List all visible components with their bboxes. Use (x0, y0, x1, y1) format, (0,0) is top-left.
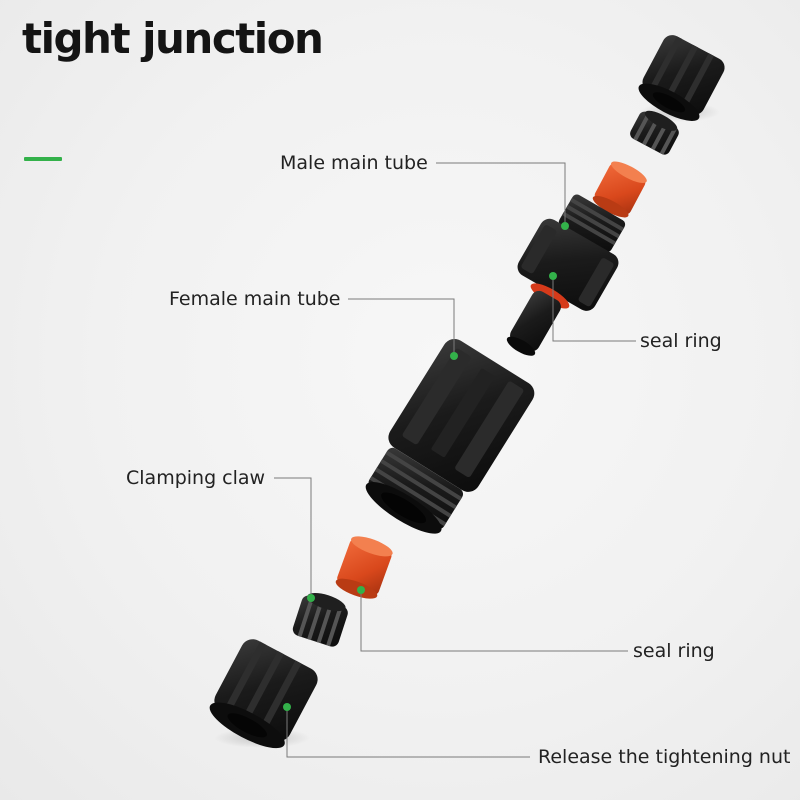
label-male-main-tube: Male main tube (280, 152, 428, 174)
leader-line-clamping-claw (274, 477, 312, 597)
leader-dot-seal-ring-upper (549, 272, 557, 280)
leader-dots (283, 222, 569, 711)
label-seal-ring-lower: seal ring (633, 640, 715, 662)
top-seal-ring-part (592, 161, 647, 218)
leader-line-seal-ring-lower (360, 590, 628, 652)
leader-dot-release-nut (283, 703, 291, 711)
label-seal-ring-upper: seal ring (640, 330, 722, 352)
label-release-nut: Release the tightening nut (538, 746, 791, 768)
top-clamping-claw (630, 110, 679, 155)
lower-clamping-claw (292, 592, 348, 647)
leader-line-seal-ring-upper (552, 276, 636, 342)
leader-line-female-main-tube (348, 298, 455, 356)
female-connector (365, 338, 535, 534)
leader-line-male-main-tube (436, 162, 566, 224)
leader-dot-female-main-tube (450, 352, 458, 360)
top-tightening-nut (638, 35, 725, 122)
male-connector (506, 194, 626, 356)
leader-dot-seal-ring-lower (357, 586, 365, 594)
leader-dot-male-main-tube (561, 222, 569, 230)
accent-bar (24, 157, 62, 161)
leader-line-release-nut (286, 707, 530, 758)
leader-lines (274, 162, 636, 758)
label-clamping-claw: Clamping claw (126, 467, 266, 489)
leader-dot-clamping-claw (307, 594, 315, 602)
page-title: tight junction (22, 14, 324, 63)
lower-tightening-nut (209, 639, 318, 749)
label-female-main-tube: Female main tube (169, 288, 341, 310)
lower-seal-ring-part (335, 536, 393, 599)
